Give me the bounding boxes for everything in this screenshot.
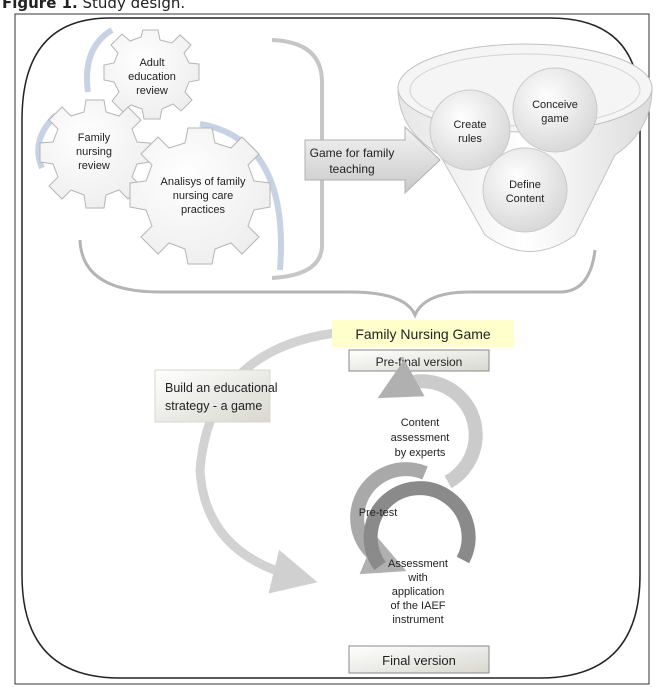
final-version-box <box>348 645 490 674</box>
rounded-frame <box>21 17 641 679</box>
gear-analysis <box>129 127 271 265</box>
label-pretest: Pre-test <box>359 507 398 519</box>
gear-arrow-1 <box>84 27 114 93</box>
gear-adult-education <box>103 29 200 120</box>
circle-create-rules <box>429 89 511 171</box>
big-curved-arrow <box>195 328 336 594</box>
final-version-label: Final version <box>382 653 456 668</box>
circle-conceive-game <box>512 67 598 153</box>
gear-bracket <box>271 38 324 280</box>
game-title-box <box>332 320 514 347</box>
figure-caption: Figure 1. Study design. <box>2 0 185 12</box>
pre-final-label: Pre-final version <box>376 355 463 369</box>
caption-text: Study design. <box>82 0 186 12</box>
cycle-arc-content <box>377 359 483 489</box>
game-title: Family Nursing Game <box>355 326 491 342</box>
arrow-to-funnel <box>304 125 441 195</box>
gear-arrow-3 <box>199 121 284 271</box>
brace <box>78 239 597 319</box>
circle-define-content <box>482 147 568 233</box>
caption-label: Figure 1. <box>2 0 78 12</box>
cycle-arc-assessment <box>363 481 476 571</box>
gear-family-nursing <box>39 99 151 209</box>
strategy-box <box>154 369 271 423</box>
